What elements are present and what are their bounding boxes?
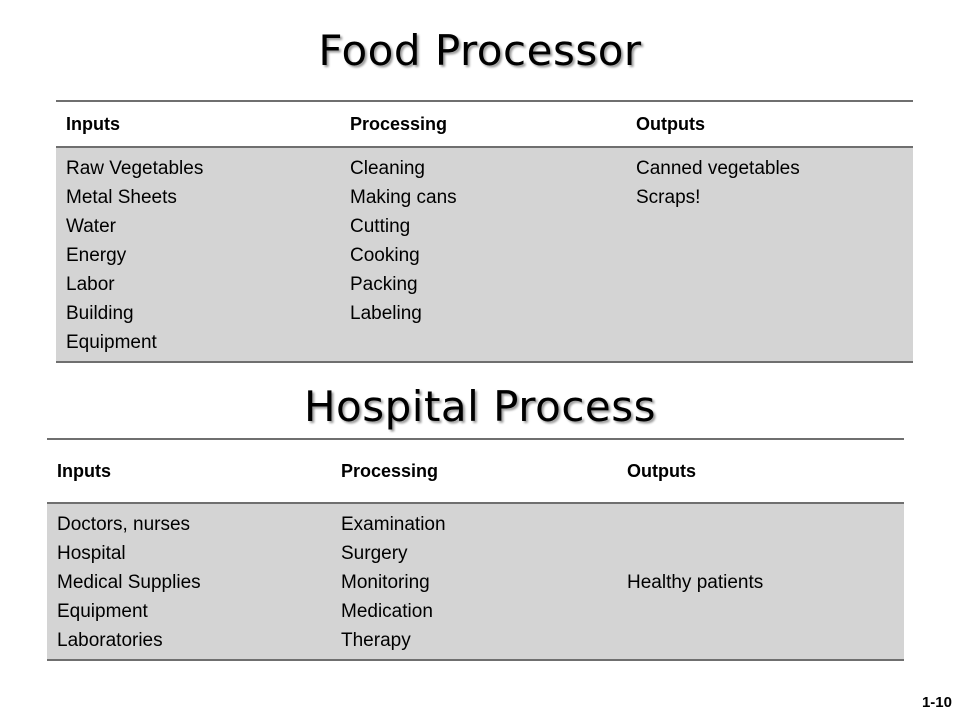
column-header-outputs: Outputs (617, 438, 904, 504)
column-header-processing: Processing (340, 100, 626, 148)
column-header-outputs: Outputs (626, 100, 913, 148)
hospital-process-table: Inputs Processing Outputs Doctors, nurse… (47, 438, 904, 661)
column-header-inputs: Inputs (56, 100, 340, 148)
inputs-cell: Doctors, nurses Hospital Medical Supplie… (47, 503, 331, 661)
list-item: Metal Sheets (66, 187, 177, 208)
list-item: Building (66, 303, 134, 324)
list-item: Water (66, 216, 116, 237)
list-item: Hospital (57, 543, 126, 564)
table-row: Doctors, nurses Hospital Medical Supplie… (47, 503, 904, 661)
list-item: Labor (66, 274, 115, 295)
table-row: Raw Vegetables Metal Sheets Water Energy… (56, 147, 913, 363)
list-item: Surgery (341, 543, 408, 564)
list-item: Scraps! (636, 187, 701, 208)
list-item: Medical Supplies (57, 572, 201, 593)
list-item: Cooking (350, 245, 420, 266)
list-item: Canned vegetables (636, 158, 800, 179)
food-processor-title: Food Processor (318, 26, 642, 75)
list-item: Cleaning (350, 158, 425, 179)
list-item: Doctors, nurses (57, 514, 191, 535)
list-item: Therapy (341, 630, 411, 651)
list-item: Making cans (350, 187, 457, 208)
list-item: Labeling (350, 303, 422, 324)
list-item: Equipment (57, 601, 148, 622)
column-header-inputs: Inputs (47, 438, 331, 504)
processing-cell: Cleaning Making cans Cutting Cooking Pac… (340, 147, 626, 363)
list-item: Examination (341, 514, 446, 535)
list-item: Medication (341, 601, 433, 622)
list-item: Packing (350, 274, 418, 295)
column-header-processing: Processing (331, 438, 617, 504)
list-item: Energy (66, 245, 127, 266)
list-item: Laboratories (57, 630, 163, 651)
list-item: Healthy patients (627, 572, 764, 593)
slide-number: 1-10 (921, 694, 952, 711)
hospital-process-title: Hospital Process (303, 382, 657, 431)
list-item: Raw Vegetables (66, 158, 204, 179)
list-item: Cutting (350, 216, 411, 237)
list-item: Equipment (66, 332, 157, 353)
inputs-cell: Raw Vegetables Metal Sheets Water Energy… (56, 147, 340, 363)
outputs-cell: Canned vegetables Scraps! (626, 147, 913, 363)
outputs-cell: Healthy patients (617, 503, 904, 661)
list-item: Monitoring (341, 572, 430, 593)
processing-cell: Examination Surgery Monitoring Medicatio… (331, 503, 617, 661)
table-header-row: Inputs Processing Outputs (47, 438, 904, 504)
table-header-row: Inputs Processing Outputs (56, 100, 913, 148)
food-processor-table: Inputs Processing Outputs Raw Vegetables… (56, 100, 913, 363)
